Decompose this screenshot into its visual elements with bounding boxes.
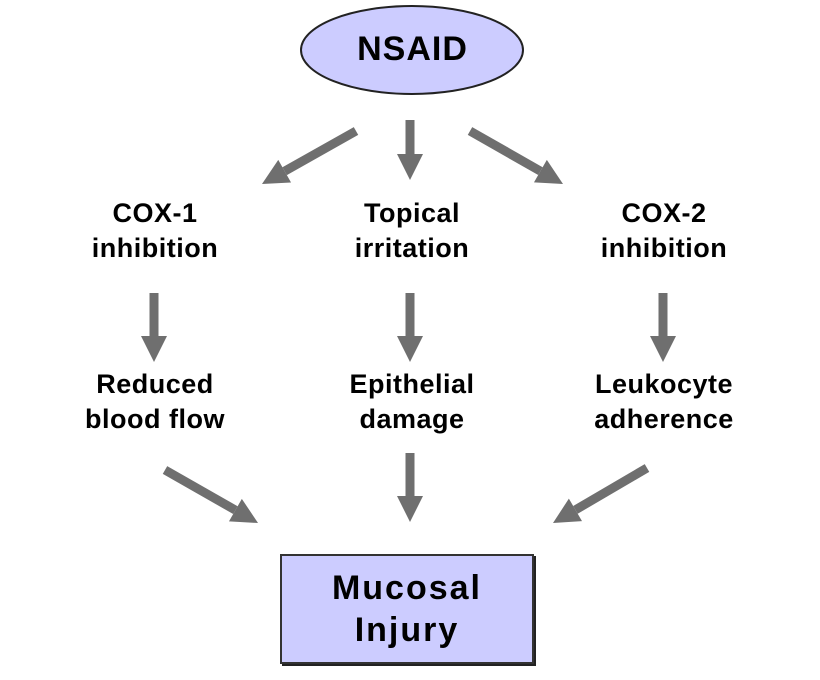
arrow-head — [533, 159, 563, 184]
arrow-head — [228, 498, 258, 523]
nsaid-node: NSAID — [300, 3, 525, 95]
leukocyte-node: Leukocyte adherence — [554, 367, 774, 437]
injury-line-1: Mucosal — [331, 569, 483, 607]
cox2-node: COX-2 inhibition — [564, 196, 764, 266]
blood-flow-node: Reduced blood flow — [45, 367, 265, 437]
arrow-head — [141, 336, 167, 362]
blood-flow-line-2: blood flow — [85, 404, 225, 434]
arrow-leukocyte-to-injury — [553, 464, 650, 523]
arrow-shaft — [658, 293, 668, 336]
arrow-cox2-to-leukocyte — [650, 293, 676, 362]
cox1-node: COX-1 inhibition — [55, 196, 255, 266]
cox2-line-1: COX-2 — [621, 198, 707, 228]
leukocyte-line-2: adherence — [594, 404, 734, 434]
epithelial-line-1: Epithelial — [349, 369, 475, 399]
injury-line-2: Injury — [354, 611, 460, 649]
arrow-blood-flow-to-injury — [162, 466, 258, 523]
cox1-line-1: COX-1 — [112, 198, 198, 228]
nsaid-label: NSAID — [357, 29, 468, 68]
arrow-nsaid-to-cox1 — [262, 127, 359, 184]
arrow-shaft — [162, 466, 238, 515]
arrow-shaft — [405, 293, 415, 336]
topical-line-1: Topical — [363, 198, 460, 228]
arrow-head — [650, 336, 676, 362]
arrow-shaft — [282, 127, 359, 176]
leukocyte-line-1: Leukocyte — [594, 369, 734, 399]
cox2-line-2: inhibition — [600, 233, 728, 263]
arrow-nsaid-to-cox2 — [467, 127, 563, 184]
arrow-head — [397, 496, 423, 522]
topical-line-2: irritation — [354, 233, 470, 263]
arrow-shaft — [405, 120, 415, 154]
epithelial-node: Epithelial damage — [302, 367, 522, 437]
mucosal-injury-node: Mucosal Injury — [280, 554, 534, 664]
arrow-shaft — [405, 453, 415, 496]
blood-flow-line-1: Reduced — [96, 369, 214, 399]
arrow-head — [262, 159, 292, 184]
cox1-line-2: inhibition — [91, 233, 219, 263]
epithelial-line-2: damage — [359, 404, 465, 434]
topical-node: Topical irritation — [312, 196, 512, 266]
arrow-cox1-to-blood-flow — [141, 293, 167, 362]
nsaid-ellipse — [300, 5, 524, 95]
arrow-head — [397, 154, 423, 180]
arrow-topical-to-epithelial — [397, 293, 423, 362]
arrow-shaft — [467, 127, 543, 176]
arrow-shaft — [149, 293, 159, 336]
arrow-shaft — [573, 464, 650, 514]
arrow-epithelial-to-injury — [397, 453, 423, 522]
arrow-head — [553, 498, 583, 523]
arrow-head — [397, 336, 423, 362]
arrow-nsaid-to-topical — [397, 120, 423, 180]
